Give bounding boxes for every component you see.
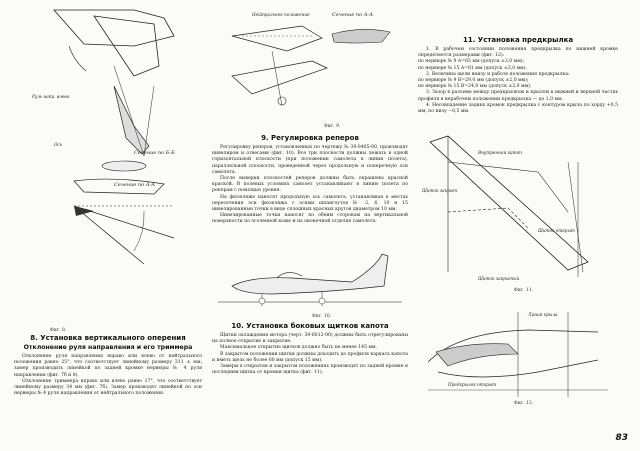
right-column: 11. Установка предкрылка 1. В рабочем со… bbox=[418, 6, 618, 406]
section-9-title: 9. Регулировка реперов bbox=[261, 134, 359, 142]
section-11-paragraph: 1. В рабочем состоянии положения предкры… bbox=[418, 47, 618, 59]
figure-9-caption: Фиг. 9. bbox=[324, 124, 341, 129]
section-8-subtitle: Отклонение руля направления и его тримме… bbox=[23, 344, 193, 351]
middle-column: Нейтральное положение Сечение по А-А Фиг… bbox=[212, 6, 408, 375]
section-10-paragraph: Замеры в открытом и закрытом положениях … bbox=[212, 364, 408, 376]
axis-label: Ось bbox=[54, 142, 63, 147]
section-11-title: 11. Установка предкрылка bbox=[462, 36, 574, 44]
left-column: Руль напр. влево Ось Сечение по Б-Б Сече… bbox=[14, 6, 202, 396]
section-8-paragraph: Отклонение триммера вправо или влево рав… bbox=[14, 378, 202, 397]
section-9-paragraph: Регулировку реперов, установленных по че… bbox=[212, 145, 408, 175]
figure-8-caption: Фиг. 8. bbox=[50, 328, 67, 333]
section-8-paragraph: Отклонение руля направления вправо или в… bbox=[14, 354, 202, 378]
wing-line-label: Линия крыла bbox=[527, 312, 558, 317]
figure-11-drawing: Внутренний капот Щиток закрыт Щиток откр… bbox=[422, 135, 589, 281]
figure-10-drawing bbox=[218, 253, 402, 306]
section-aa-label: Сечение по А-А bbox=[114, 182, 155, 188]
rudder-label: Руль напр. влево bbox=[31, 94, 70, 99]
section-9-paragraph: Нивелированные точки наносят по обеим ст… bbox=[212, 213, 408, 225]
figure-11-caption: Фиг. 11. bbox=[514, 288, 534, 293]
figure-12-drawing: Линия крыла Предкрылок открыт bbox=[427, 312, 608, 397]
figure-8-drawing: Руль напр. влево Ось Сечение по Б-Б Сече… bbox=[31, 9, 175, 264]
figure-9-drawing: Нейтральное положение Сечение по А-А bbox=[231, 12, 391, 107]
section-11-paragraph: 3. Зазор в разъеме между предкрылком и к… bbox=[418, 90, 618, 102]
section-11-paragraph: по нервюре № 15 A=81 мм (допуск ±3,0 мм)… bbox=[418, 65, 527, 71]
section-10-paragraph: В закрытом положении щитки должны доходи… bbox=[212, 351, 408, 363]
section-10-paragraph: Максимальное открытие щитков должно быть… bbox=[220, 345, 378, 351]
section-11-paragraph: по нервюре № 9 B=29,0 мм (допуск ±2,0 мм… bbox=[418, 78, 529, 84]
section-11-paragraph: 4. Несовпадение задних кромок предкрылка… bbox=[418, 102, 618, 115]
open-label: Щиток открыт bbox=[538, 228, 575, 233]
closed-flap-label: Щиток закрытый bbox=[478, 276, 520, 281]
section-9-paragraph: После выверки плоскостей реперов должны … bbox=[212, 176, 408, 194]
section-bb-label: Сечение по Б-Б bbox=[134, 150, 175, 156]
section-8-title: 8. Установка вертикального оперения bbox=[30, 334, 186, 342]
stop-label: Щиток закрыт bbox=[422, 188, 457, 193]
slat-open-label: Предкрылок открыт bbox=[447, 382, 496, 387]
neutral-label: Нейтральное положение bbox=[251, 12, 310, 17]
figure-10-caption: Фиг. 10. bbox=[312, 314, 332, 319]
section-10-paragraph: Щитки охлаждения мотора (черт. 39-6012-0… bbox=[212, 333, 408, 345]
section-aa-label: Сечение по А-А bbox=[332, 12, 373, 18]
figure-12-caption: Фиг. 12. bbox=[514, 401, 534, 406]
section-11-paragraph: по нервюре № 15 B=24,0 мм (допуск ±2,0 м… bbox=[418, 84, 532, 90]
section-9-paragraph: На фюзеляже наносят продольную ось самол… bbox=[212, 194, 408, 213]
page-number: 83 bbox=[615, 433, 628, 443]
section-11-paragraph: по нервюре № 9 A=65 мм (допуск ±3,0 мм); bbox=[418, 59, 525, 65]
section-10-title: 10. Установка боковых щитков капота bbox=[231, 322, 389, 330]
inner-cowl-label: Внутренний капот bbox=[477, 150, 522, 155]
section-11-paragraph: 2. Величина щели внизу и работе положени… bbox=[426, 71, 570, 77]
